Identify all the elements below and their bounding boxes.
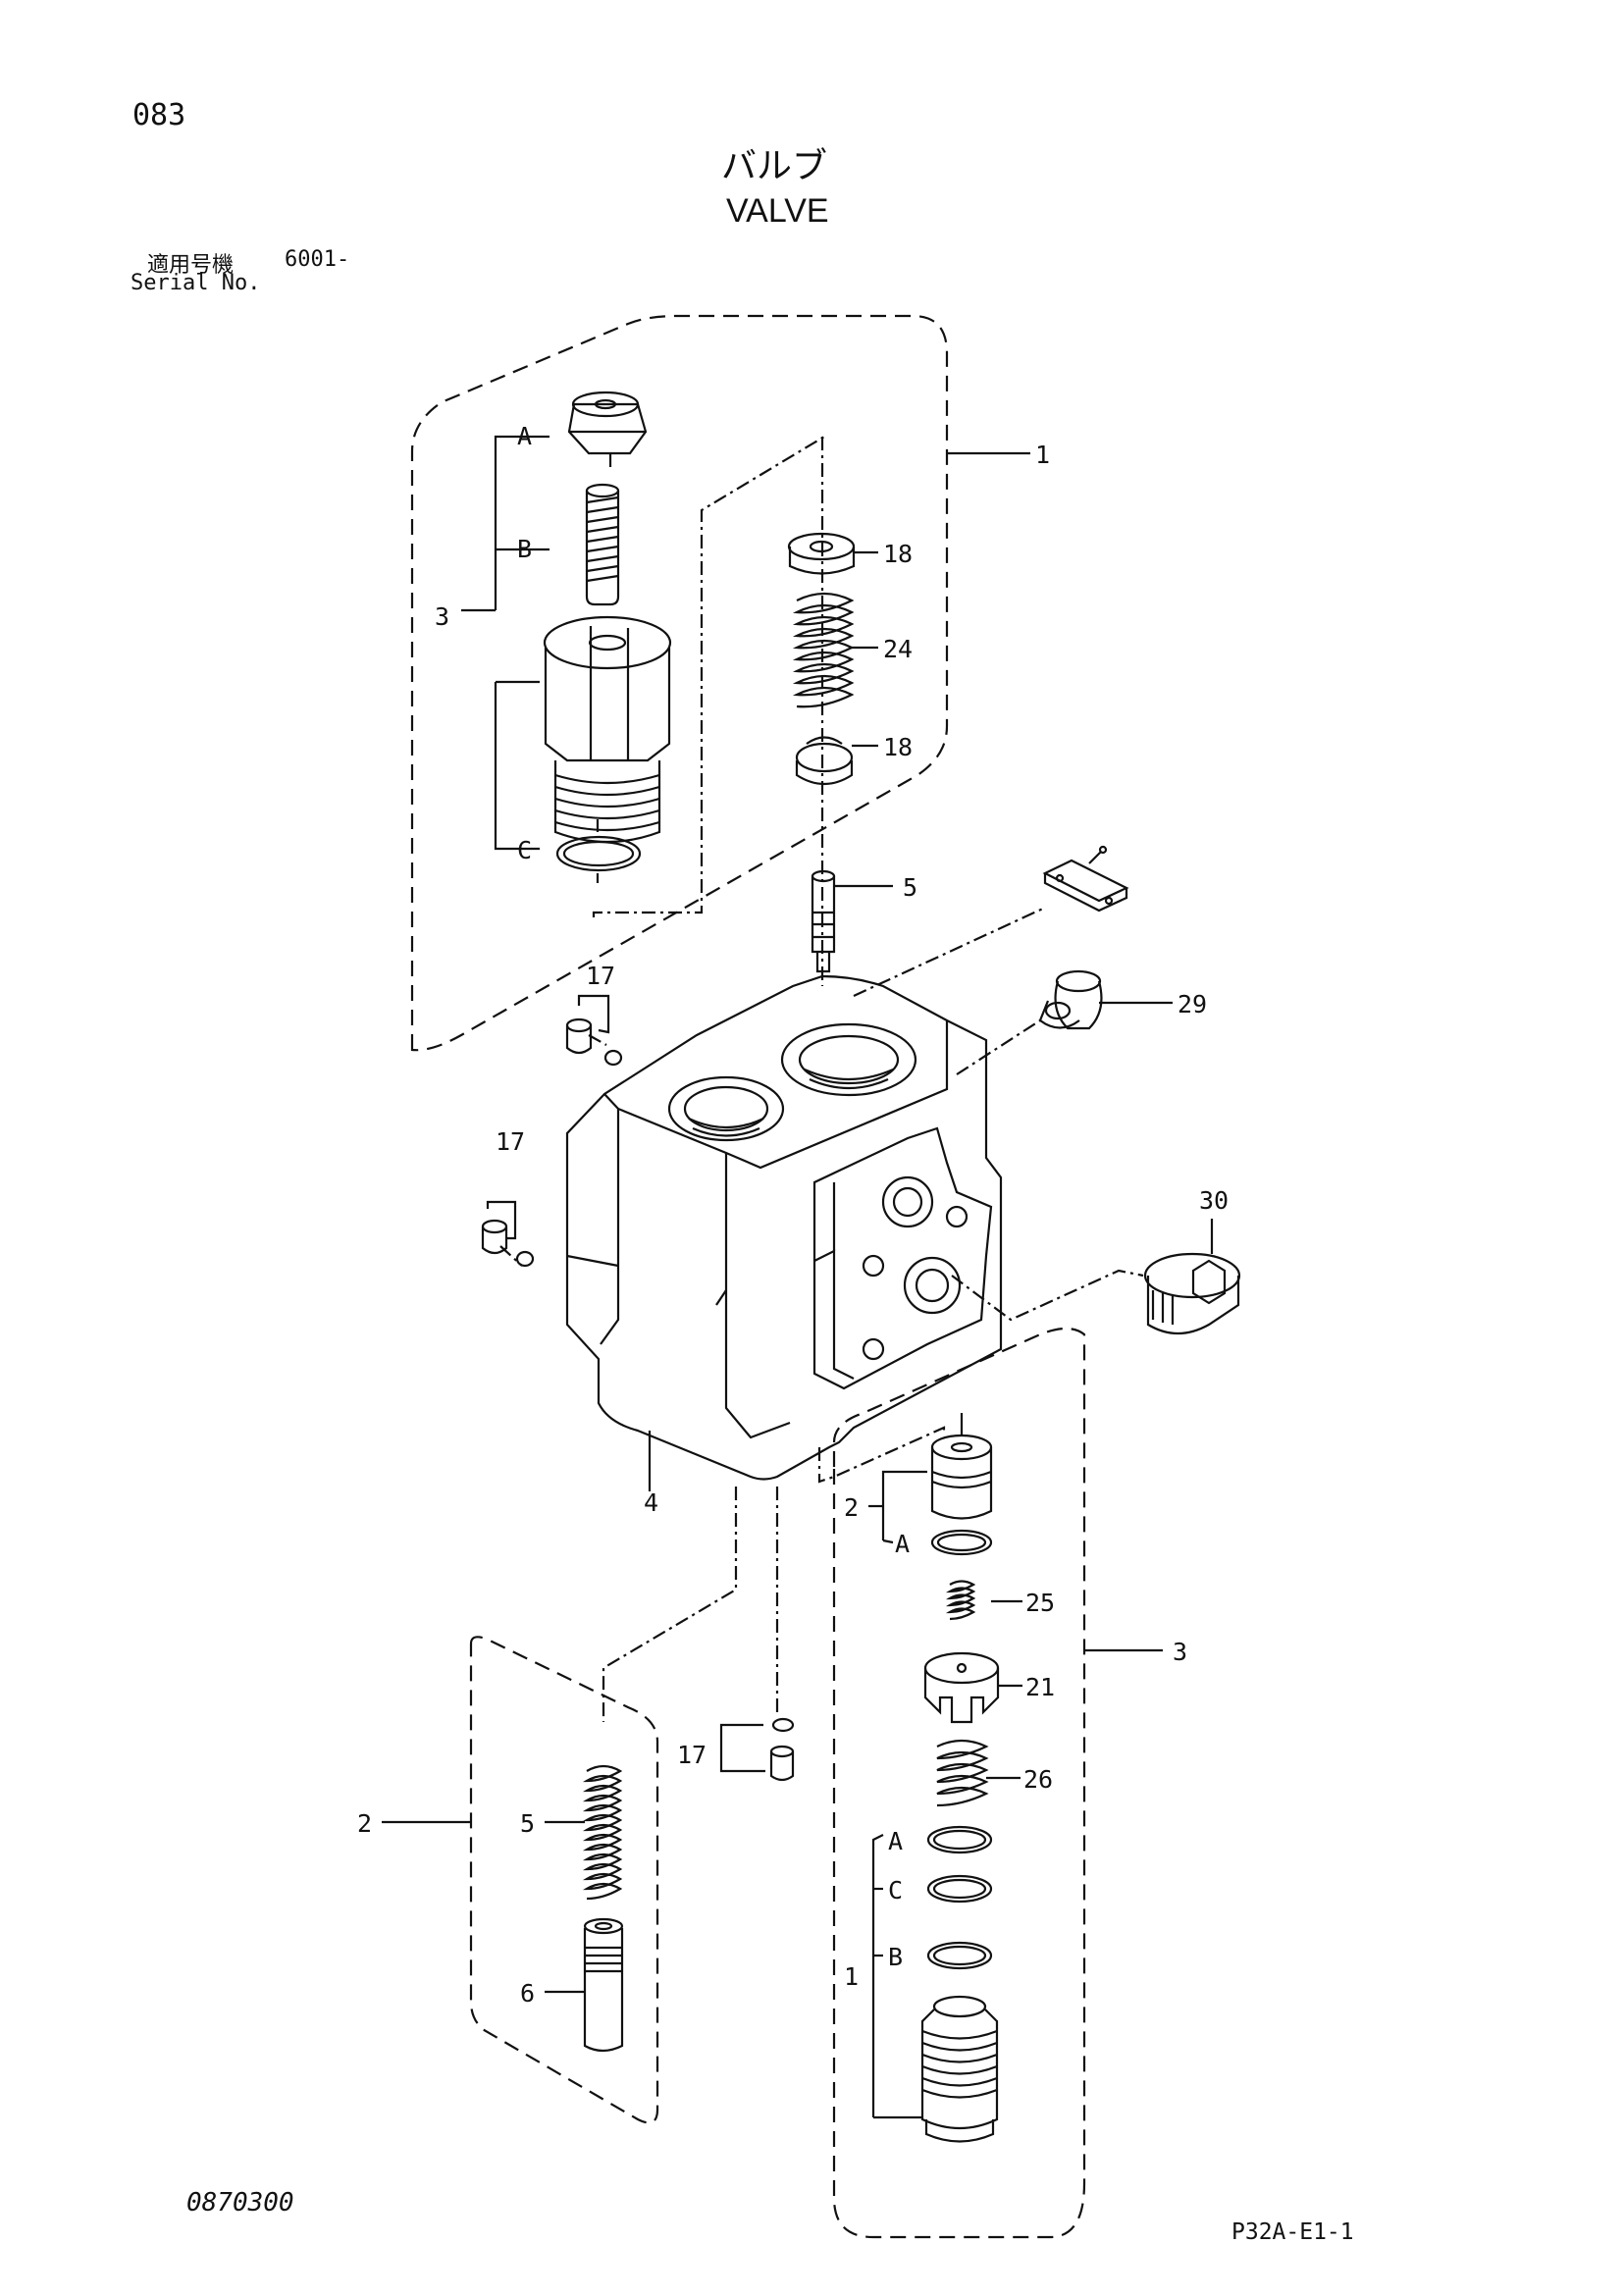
document-code: 0870300 — [186, 2188, 294, 2218]
callout-C-lower: C — [888, 1876, 903, 1905]
callout-17-lower: 17 — [677, 1741, 707, 1769]
title-english: VALVE — [726, 192, 829, 230]
callout-29: 29 — [1178, 990, 1207, 1018]
callout-30: 30 — [1199, 1186, 1229, 1215]
callout-5-top: 5 — [903, 873, 917, 902]
title-japanese: バルブ — [721, 146, 828, 186]
callout-18-upper: 18 — [883, 540, 913, 568]
serial-label-english: Serial No. — [131, 271, 261, 295]
callout-B-top: B — [517, 535, 532, 563]
serial-range: 6001- — [285, 247, 350, 272]
callout-6: 6 — [520, 1979, 535, 2008]
callout-26: 26 — [1023, 1765, 1053, 1794]
serial-label-japanese: 適用号機 — [147, 253, 235, 278]
callout-A-top: A — [517, 422, 532, 450]
page-number: 083 — [132, 98, 186, 132]
callout-4: 4 — [644, 1488, 658, 1517]
callout-C-top: C — [517, 836, 532, 864]
callout-21: 21 — [1025, 1673, 1055, 1701]
callout-5-left: 5 — [520, 1809, 535, 1838]
callout-1-top: 1 — [1035, 441, 1050, 469]
callout-17-middle: 17 — [496, 1127, 525, 1156]
callout-B-lower: B — [888, 1943, 903, 1971]
callout-2-right: 2 — [844, 1493, 859, 1522]
callout-17-upper: 17 — [586, 962, 615, 990]
callout-A-lower: A — [888, 1827, 903, 1855]
callout-25: 25 — [1025, 1589, 1055, 1617]
callout-18-lower: 18 — [883, 733, 913, 761]
callout-3-top: 3 — [435, 602, 449, 631]
figure-code: P32A-E1-1 — [1231, 2219, 1354, 2245]
callout-24: 24 — [883, 635, 913, 663]
callout-A-middle: A — [895, 1530, 910, 1558]
callout-1-lower: 1 — [844, 1962, 859, 1991]
group-outline-top — [410, 314, 949, 1052]
group-outline-left — [469, 1636, 659, 2124]
callout-2-left: 2 — [357, 1809, 372, 1838]
callout-3-right: 3 — [1173, 1638, 1187, 1666]
group-outline-right — [832, 1327, 1086, 2239]
